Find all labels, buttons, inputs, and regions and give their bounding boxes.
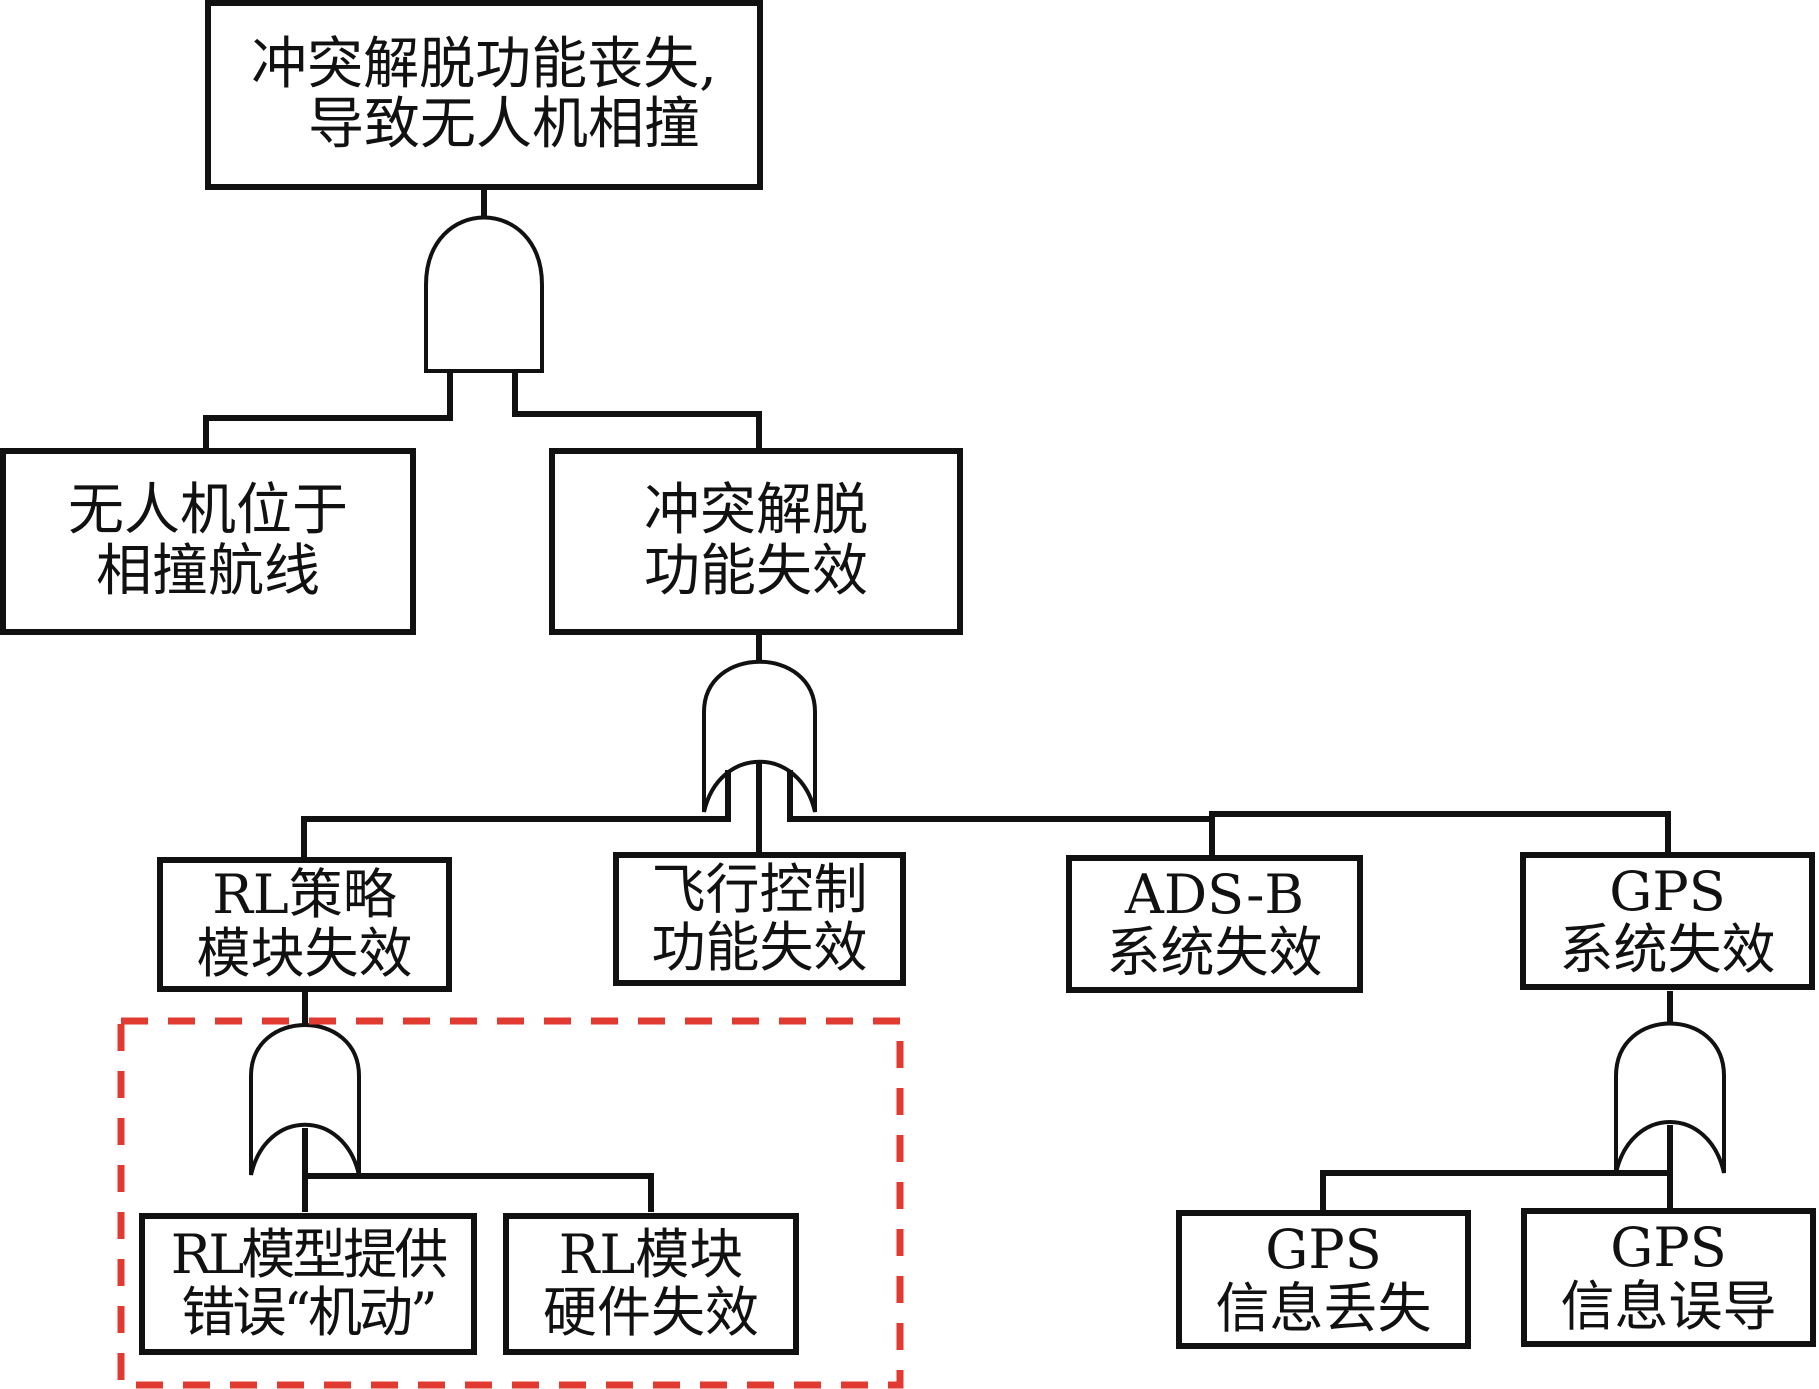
event-label-line-2: 错误“机动”	[181, 1281, 437, 1344]
event-label-line-2: 功能失效	[644, 538, 868, 604]
event-label-line-2: 系统失效	[1559, 918, 1776, 981]
event-label-line-1: GPS	[1265, 1218, 1382, 1282]
connector-or-to-rl-policy	[301, 768, 731, 857]
event-gps-info-misleading: GPS 信息误导	[1521, 1208, 1816, 1347]
event-rl-module-hardware-failure: RL模块 硬件失效	[503, 1213, 799, 1355]
or-gate-icon	[249, 1023, 361, 1176]
event-label-line-1: 冲突解脱	[644, 478, 868, 544]
or-gate-icon	[1614, 1021, 1726, 1174]
or-gate-icon	[702, 659, 817, 813]
event-conflict-resolution-failure: 冲突解脱 功能失效	[549, 448, 963, 635]
event-flight-control-failure: 飞行控制 功能失效	[613, 852, 906, 986]
event-adsb-system-failure: ADS-B 系统失效	[1066, 855, 1363, 993]
event-label-line-2: 信息丢失	[1215, 1276, 1432, 1340]
event-uav-on-collision-route: 无人机位于 相撞航线	[0, 448, 416, 635]
event-label-line-1: ADS-B	[1124, 862, 1305, 926]
connector-and-to-uav-route	[203, 371, 453, 450]
event-label-line-2: 信息误导	[1560, 1274, 1777, 1338]
top-event-box: 冲突解脱功能丧失, 导致无人机相撞	[205, 0, 763, 190]
event-label-line-1: GPS	[1609, 859, 1726, 923]
connector-or-to-adsb-gps	[787, 768, 1671, 857]
event-label-line-2: 系统失效	[1106, 921, 1323, 984]
event-gps-info-lost: GPS 信息丢失	[1176, 1210, 1471, 1349]
connector-gps-or-to-lost	[1320, 1170, 1670, 1212]
and-gate-icon	[424, 215, 544, 373]
event-rl-model-wrong-maneuver: RL模型提供 错误“机动”	[139, 1213, 477, 1355]
event-gps-system-failure: GPS 系统失效	[1520, 852, 1815, 990]
event-label-line-1: RL模型提供	[170, 1222, 449, 1286]
connector-and-to-cr-failure	[512, 371, 762, 450]
event-rl-policy-module-failure: RL策略 模块失效	[157, 857, 452, 992]
event-label-line-1: RL策略	[212, 863, 397, 927]
event-label-line-2: 功能失效	[651, 916, 868, 979]
event-label-line-2: 硬件失效	[543, 1281, 759, 1344]
top-event-line-1: 冲突解脱功能丧失,	[251, 31, 717, 97]
event-label-line-1: RL模块	[558, 1222, 744, 1286]
top-event-line-2: 导致无人机相撞	[308, 92, 700, 157]
event-label-line-2: 模块失效	[196, 921, 413, 985]
event-label-line-1: GPS	[1610, 1216, 1727, 1280]
event-label-line-1: 飞行控制	[651, 857, 868, 921]
highlight-region-dashed-box	[117, 1017, 904, 1389]
event-label-line-2: 相撞航线	[96, 538, 320, 604]
event-label-line-1: 无人机位于	[68, 478, 348, 544]
connector-rl-or-to-hw	[305, 1173, 654, 1212]
